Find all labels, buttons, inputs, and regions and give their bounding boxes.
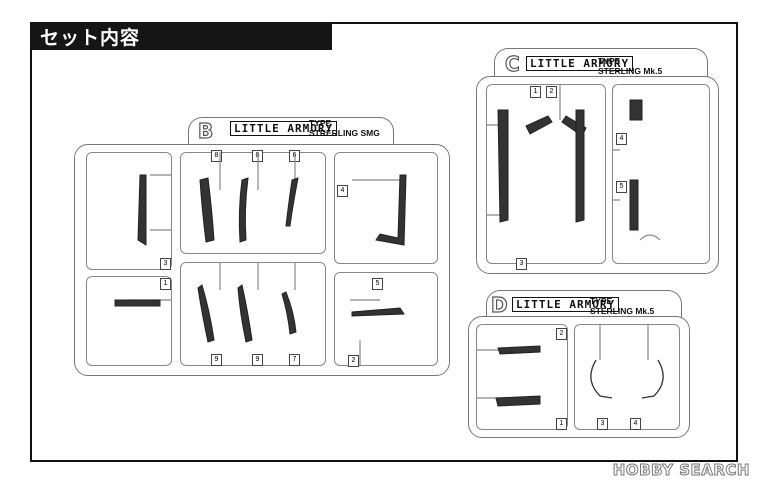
rail-part	[629, 179, 639, 231]
part-number: 9	[211, 354, 222, 366]
runner-c-brand-logo: LITTLE ARMORY	[526, 56, 634, 71]
part-number: 2	[556, 328, 567, 340]
runner-c-letter: C	[504, 51, 520, 76]
part-number: 3	[516, 258, 527, 270]
small-part	[629, 99, 643, 121]
part-number: 4	[337, 185, 348, 197]
runner-c-cell	[486, 84, 606, 264]
part-number: 4	[616, 133, 627, 145]
runner-c-cell	[612, 84, 710, 264]
runner-d-type-line2: STERLING Mk.5	[590, 306, 655, 316]
runner-c	[476, 76, 719, 274]
runner-b-letter: B	[197, 118, 214, 143]
runner-b-cell	[86, 152, 172, 270]
part-number: 1	[530, 86, 541, 98]
part-number: 2	[348, 355, 359, 367]
runner-c-type: TYPE STERLING Mk.5	[598, 56, 662, 76]
part-number: 2	[546, 86, 557, 98]
runner-b-cell	[334, 272, 438, 366]
suppressor-part	[497, 345, 541, 355]
runner-b	[74, 144, 450, 376]
page-title: セット内容	[40, 27, 141, 49]
barrel-part	[114, 299, 161, 307]
drum-part	[641, 359, 664, 399]
runner-d	[468, 316, 690, 438]
runner-b-cell	[86, 276, 172, 366]
part-number: 8	[211, 150, 222, 162]
part-number: 3	[597, 418, 608, 430]
receiver-part	[575, 109, 585, 223]
runner-c-type-line2: STERLING Mk.5	[598, 66, 663, 76]
runner-c-type-line1: TYPE	[598, 56, 621, 66]
magazine-part	[197, 284, 215, 343]
runner-b-type: TYPE STRERLING SMG	[309, 118, 380, 138]
magazine-part	[285, 177, 299, 227]
runner-d-cell	[476, 324, 568, 430]
receiver-part	[497, 109, 509, 223]
drum-parts	[590, 359, 664, 399]
suppressor-part	[495, 395, 541, 407]
part-number: 9	[252, 354, 263, 366]
part-number: 5	[372, 278, 383, 290]
magazine-part	[237, 284, 253, 343]
title-bar	[30, 22, 332, 50]
runner-b-brand-logo: LITTLE ARMORY	[230, 121, 338, 136]
part-number: 1	[556, 418, 567, 430]
runner-d-type: TYPE STERLING Mk.5	[590, 296, 654, 316]
magazine-part	[199, 177, 215, 243]
grip-part	[525, 115, 553, 135]
part-number: 5	[616, 181, 627, 193]
runner-d-cell	[574, 324, 680, 430]
magazine-part	[281, 291, 297, 335]
runner-d-brand-logo: LITTLE ARMORY	[512, 297, 620, 312]
drum-part	[590, 359, 613, 399]
bayonet-part	[351, 307, 405, 317]
magazine-part	[238, 177, 249, 243]
part-number: 3	[160, 258, 171, 270]
part-number: 1	[160, 278, 171, 290]
runner-b-type-line1: TYPE	[309, 118, 332, 128]
part-number: 4	[630, 418, 641, 430]
folding-stock-part	[375, 174, 407, 246]
part-number: 7	[289, 354, 300, 366]
content-frame	[30, 22, 738, 462]
watermark: HOBBY SEARCH	[612, 461, 750, 480]
stock-part	[137, 174, 147, 246]
weapon-parts	[114, 99, 643, 407]
runner-b-cell	[334, 152, 438, 264]
runner-d-type-line1: TYPE	[590, 296, 613, 306]
runner-b-type-line2: STRERLING SMG	[309, 128, 380, 138]
runner-d-letter: D	[490, 292, 508, 317]
